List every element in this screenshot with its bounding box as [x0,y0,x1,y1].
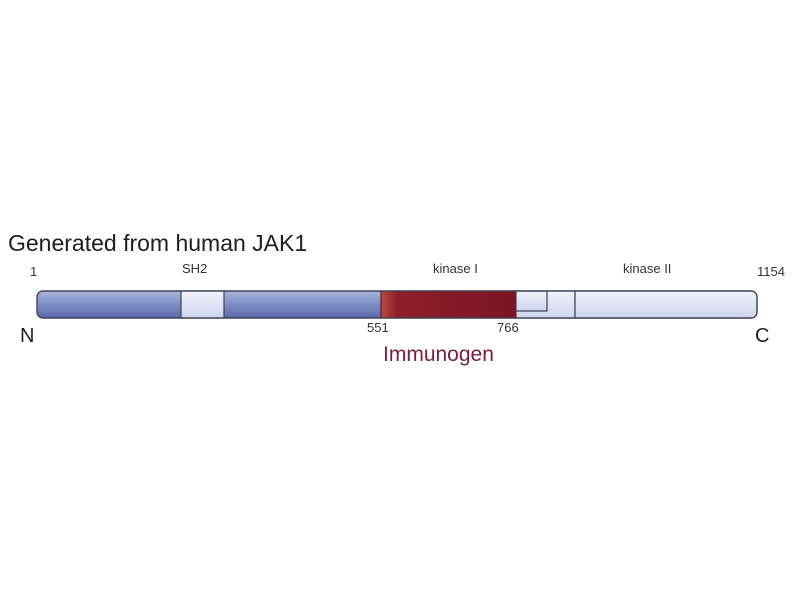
immunogen-label: Immunogen [383,343,494,366]
domain-label-kinase-2: kinase II [623,261,672,276]
domain-kinase-2 [574,290,758,319]
diagram-title: Generated from human JAK1 [8,230,308,256]
n-terminus-label: N [20,325,35,347]
domain-label-kinase-1: kinase I [433,261,478,276]
end-position-label: 1154 [757,264,785,279]
immunogen-start-label: 551 [367,320,389,335]
immunogen-end-label: 766 [497,320,519,335]
c-terminus-label: C [755,325,770,347]
protein-outline [36,290,758,319]
immunogen-region [380,290,517,319]
start-position-label: 1 [30,264,38,279]
domain-sh2 [180,290,225,319]
kinase-1-subsegment [515,290,548,312]
domain-label-sh2: SH2 [182,261,208,276]
